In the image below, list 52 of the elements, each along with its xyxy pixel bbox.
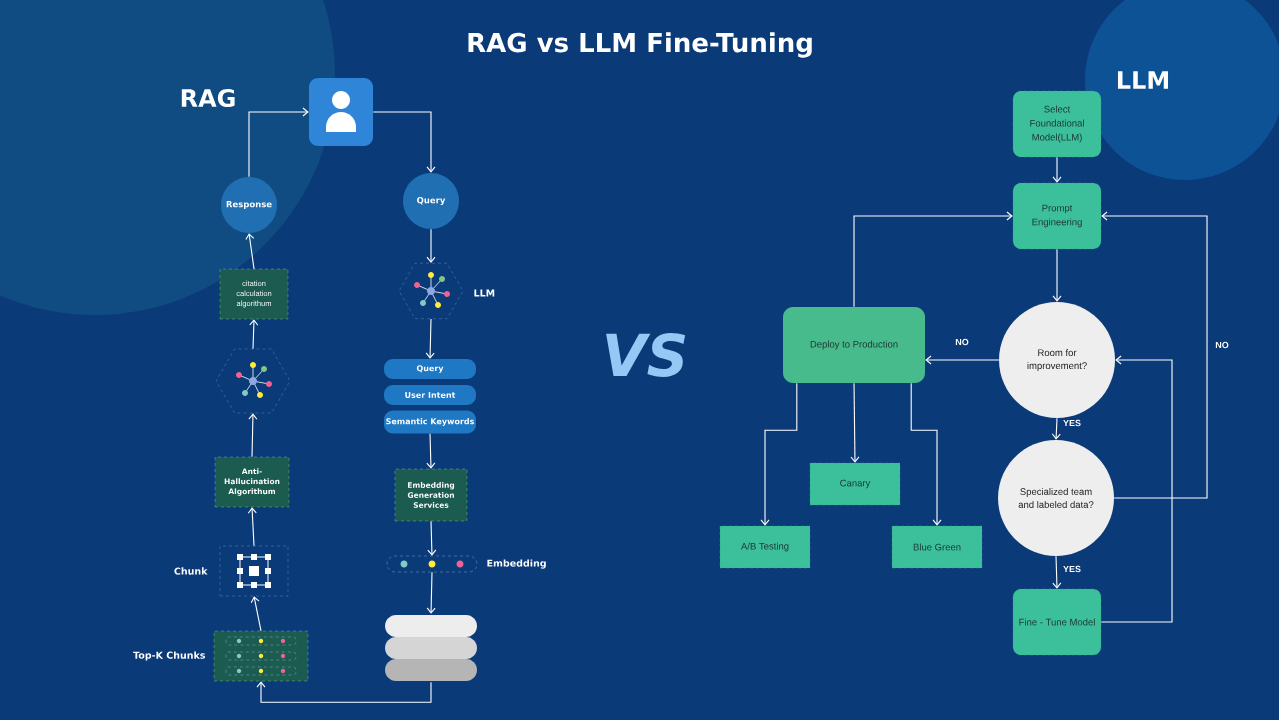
node-label: Embedding — [487, 559, 546, 569]
title: RAG vs LLM Fine-Tuning — [468, 32, 812, 58]
process-box: Blue Green — [891, 525, 983, 569]
chunks-icon — [213, 630, 309, 682]
user-icon — [309, 78, 373, 146]
arrow — [248, 107, 309, 178]
arrow — [249, 319, 259, 350]
arrow — [245, 233, 255, 270]
vs-text: VS — [606, 333, 686, 377]
arrow — [853, 211, 1013, 308]
process-box: Fine - Tune Model — [1012, 588, 1102, 656]
arrow — [426, 228, 436, 264]
chunk-icon — [219, 545, 289, 597]
arrow — [1052, 248, 1062, 302]
arrow — [850, 382, 860, 463]
heading: RAG — [181, 88, 235, 108]
edge-label: NO — [955, 338, 969, 346]
arrow — [1052, 156, 1062, 183]
network-icon — [398, 263, 464, 319]
arrow — [1051, 417, 1061, 440]
process-box: Select Foundational Model(LLM) — [1012, 90, 1102, 158]
edge-label: YES — [1063, 565, 1081, 573]
arrow — [256, 681, 432, 703]
edge-label: NO — [1215, 341, 1229, 349]
embedding-icon — [386, 555, 478, 573]
query-pill: Query — [384, 359, 476, 379]
node-label: Chunk — [174, 567, 208, 575]
arrow — [248, 413, 258, 458]
arrow — [1100, 355, 1173, 623]
arrow — [1101, 211, 1208, 499]
arrow — [250, 596, 262, 632]
arrow — [426, 571, 436, 614]
node-label: LLM — [474, 289, 495, 297]
network-icon — [215, 348, 291, 414]
arrow — [427, 520, 437, 556]
arrow — [426, 433, 436, 469]
process-box: Prompt Engineering — [1012, 182, 1102, 250]
arrow — [372, 111, 436, 173]
process-box: Deploy to Production — [783, 307, 925, 383]
arrow — [1052, 555, 1062, 589]
arrow — [425, 318, 435, 359]
heading: LLM — [1118, 71, 1168, 89]
arrow — [760, 382, 798, 526]
database-icon — [385, 615, 477, 681]
arrow — [925, 355, 1000, 365]
process-box: A/B Testing — [719, 525, 811, 569]
intent-pill: User Intent — [384, 385, 476, 405]
arrow — [910, 382, 942, 526]
edge-label: YES — [1063, 419, 1081, 427]
arrow — [247, 507, 257, 547]
process-box: Canary — [809, 462, 901, 506]
node-label: Top-K Chunks — [133, 651, 205, 661]
